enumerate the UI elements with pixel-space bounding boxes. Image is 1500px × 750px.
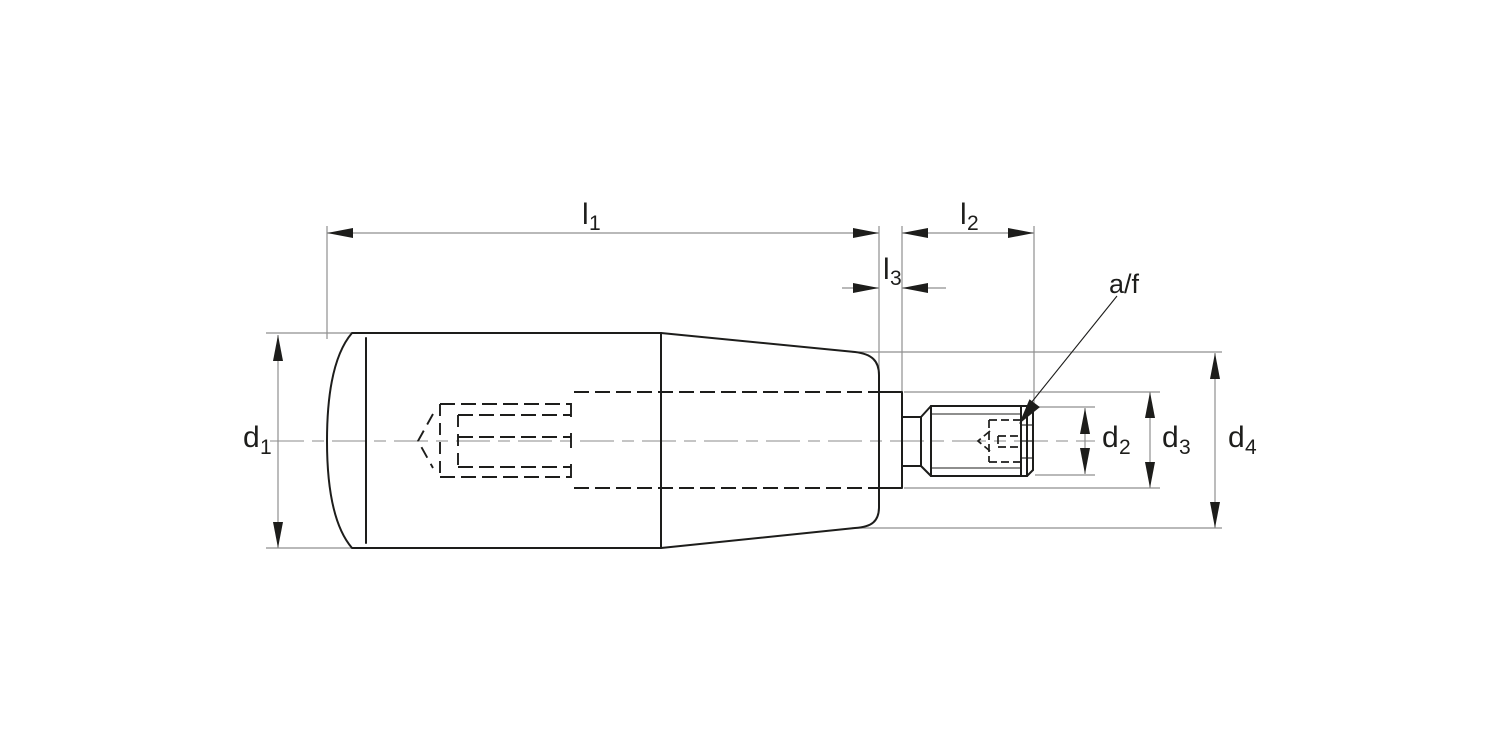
socket-cone-point — [976, 430, 991, 452]
dimension-l1: l 1 — [327, 198, 879, 238]
arrowhead-d4-top — [1210, 353, 1220, 379]
dim-label-l2: l — [960, 198, 967, 231]
arrowhead-l2-right — [1008, 228, 1034, 238]
dimension-d2: d 2 — [1080, 408, 1131, 474]
hidden-hex-socket — [976, 419, 1021, 463]
arrowhead-l1-left — [327, 228, 353, 238]
handle-body — [326, 332, 880, 549]
arrowhead-l3-left — [853, 283, 879, 293]
handle-outline — [326, 332, 880, 549]
dim-label-d4-subscript: 4 — [1245, 436, 1257, 459]
stud-assembly — [878, 391, 1034, 489]
arrowhead-d2-top — [1080, 408, 1090, 434]
arrowhead-d3-top — [1145, 392, 1155, 418]
dim-label-d3-subscript: 3 — [1179, 436, 1191, 459]
dim-label-l2-subscript: 2 — [967, 212, 979, 235]
arrowhead-d3-bottom — [1145, 462, 1155, 488]
callout-af: a/f — [1019, 269, 1140, 424]
dimension-l3: l 3 — [842, 253, 946, 293]
dim-label-l3-subscript: 3 — [890, 267, 902, 290]
collar-outline — [878, 391, 903, 489]
arrowhead-d1-top — [273, 335, 283, 361]
dim-label-d3: d — [1162, 421, 1179, 454]
arrowhead-d1-bottom — [273, 522, 283, 548]
dim-label-l3: l — [883, 253, 890, 286]
dim-label-d1-subscript: 1 — [260, 436, 272, 459]
arrowhead-l1-right — [853, 228, 879, 238]
arrowhead-d2-bottom — [1080, 448, 1090, 474]
dim-label-d2: d — [1102, 421, 1119, 454]
leader-line-af — [1030, 295, 1118, 404]
dimension-d4: d 4 — [1210, 353, 1257, 528]
arrowhead-d4-bottom — [1210, 502, 1220, 528]
extension-lines — [266, 226, 1222, 549]
dimension-d3: d 3 — [1145, 392, 1191, 488]
dim-label-d2-subscript: 2 — [1119, 436, 1131, 459]
arrowhead-l3-right — [902, 283, 928, 293]
dim-label-d4: d — [1228, 421, 1245, 454]
hidden-cone-point — [416, 413, 434, 469]
hidden-bore-lines — [416, 391, 879, 489]
dim-label-d1: d — [243, 421, 260, 454]
dim-label-l1-subscript: 1 — [589, 212, 601, 235]
dimension-d1: d 1 — [243, 335, 283, 548]
dim-label-l1: l — [582, 198, 589, 231]
dimension-l2: l 2 — [902, 198, 1034, 238]
stud-left-chamfer-bottom — [920, 465, 932, 477]
arrowhead-af — [1019, 399, 1040, 424]
arrowhead-l2-left — [902, 228, 928, 238]
stud-left-chamfer-top — [920, 405, 932, 418]
callout-label-af: a/f — [1109, 269, 1140, 299]
